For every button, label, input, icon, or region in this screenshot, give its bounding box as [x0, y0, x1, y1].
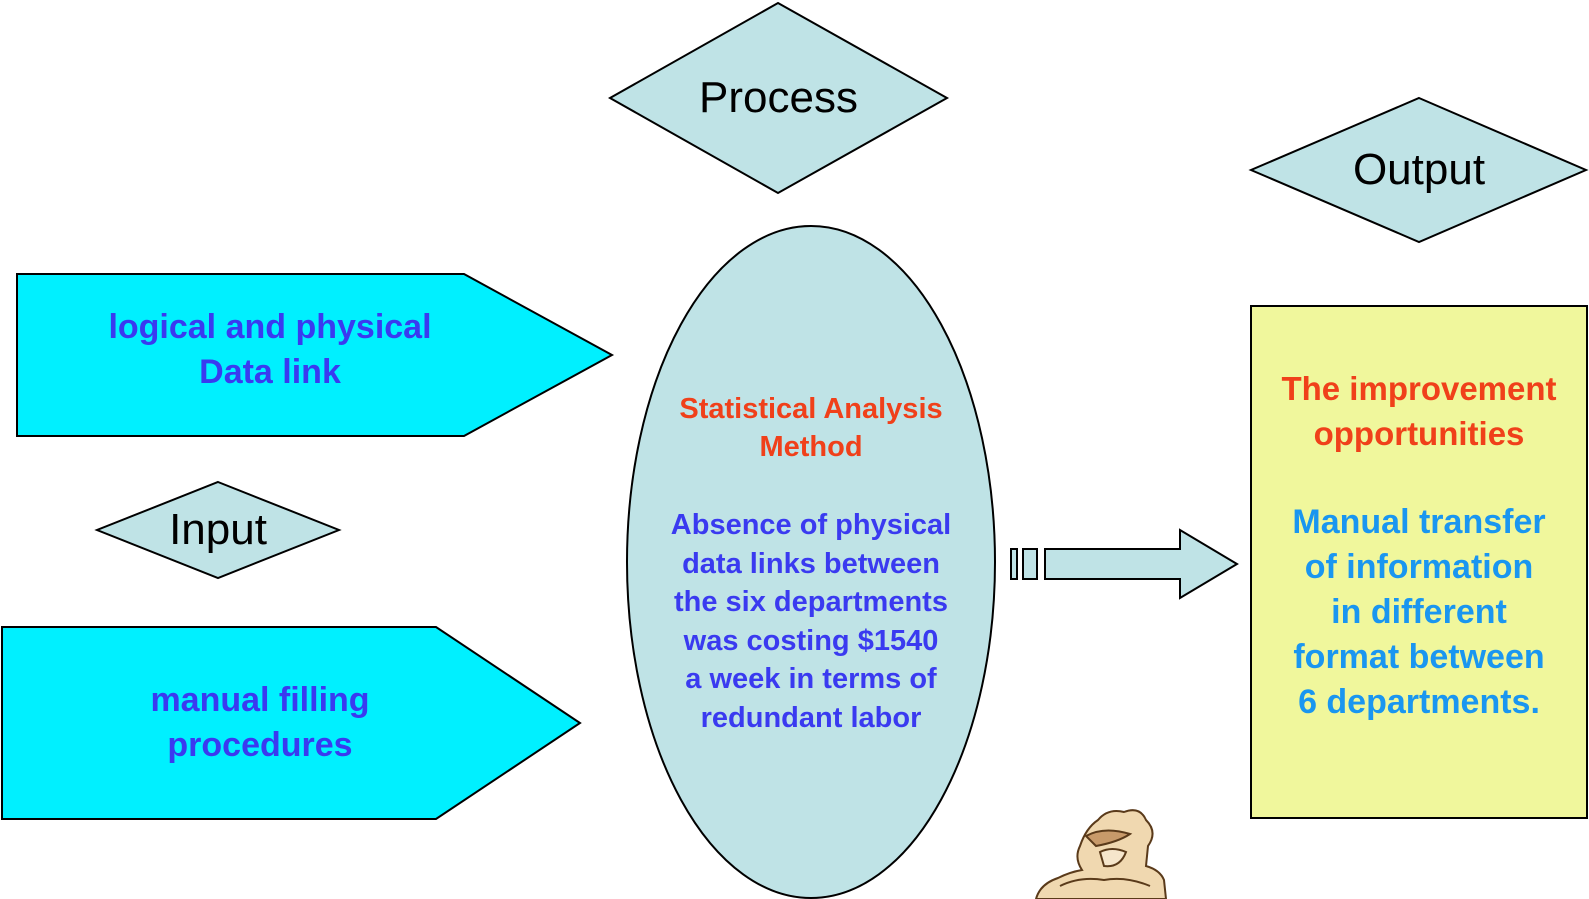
- input-diamond: [94, 480, 342, 580]
- method-body: Absence of physical data links between t…: [651, 506, 971, 737]
- process-label: Process: [699, 73, 858, 122]
- process-ellipse: [626, 225, 996, 899]
- method-body-line-5: a week in terms of: [685, 663, 937, 695]
- input-data-link-line-1: logical and physical: [108, 308, 432, 346]
- output-body-line-4: format between: [1293, 638, 1545, 676]
- method-title-line-2: Method: [759, 431, 863, 463]
- output-title-line-1: The improvement: [1281, 370, 1557, 407]
- right-block-arrow-icon: [1010, 528, 1239, 600]
- method-body-line-2: data links between: [682, 547, 940, 580]
- output-label: Output: [1352, 145, 1486, 194]
- input-filling-line-2: procedures: [167, 726, 353, 764]
- output-title: The improvement opportunities: [1253, 366, 1585, 456]
- input-data-link-text: logical and physical Data link: [60, 305, 480, 395]
- output-body: Manual transfer of information in differ…: [1253, 500, 1585, 725]
- output-body-line-5: 6 departments.: [1298, 683, 1540, 721]
- method-body-line-6: redundant labor: [700, 701, 922, 734]
- input-filling-line-1: manual filling: [150, 681, 370, 719]
- input-data-link-line-2: Data link: [199, 353, 341, 391]
- output-body-line-3: in different: [1331, 593, 1507, 631]
- output-body-line-2: of information: [1304, 548, 1534, 586]
- output-box: [1250, 305, 1588, 819]
- process-diamond: [607, 1, 950, 195]
- input-pentagon-filling-procedures: [1, 626, 582, 820]
- method-body-line-1: Absence of physical: [670, 509, 952, 541]
- cartoon-character-icon: [1034, 809, 1168, 899]
- output-title-line-2: opportunities: [1313, 415, 1525, 452]
- output-diamond: [1248, 96, 1589, 244]
- method-title-line-1: Statistical Analysis: [679, 393, 943, 425]
- output-body-line-1: Manual transfer: [1292, 503, 1546, 541]
- input-pentagon-data-link: [16, 273, 615, 437]
- method-title: Statistical Analysis Method: [651, 390, 971, 466]
- method-body-line-4: was costing $1540: [683, 624, 939, 657]
- input-label: Input: [169, 505, 267, 554]
- input-filling-procedures-text: manual filling procedures: [50, 678, 470, 768]
- method-body-line-3: the six departments: [674, 586, 948, 618]
